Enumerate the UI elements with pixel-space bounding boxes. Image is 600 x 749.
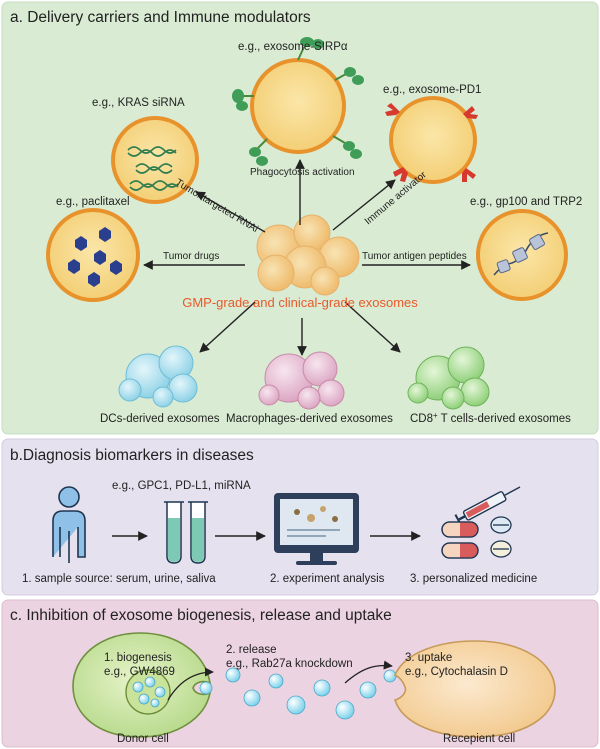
- kras-sirna-vesicle: [111, 116, 199, 204]
- example-gp100-label: e.g., gp100 and TRP2: [470, 196, 582, 208]
- panel-b-step-3: 3. personalized medicine: [410, 573, 537, 585]
- person-icon: [52, 486, 86, 563]
- donor-cell-label: Donor cell: [117, 733, 169, 745]
- arrow-label-drugs: Tumor drugs: [163, 251, 219, 262]
- center-label: GMP-grade and clinical-grade exosomes: [182, 295, 418, 310]
- central-exosome-cluster: [256, 214, 360, 296]
- panel-b-step-2: 2. experiment analysis: [270, 573, 385, 585]
- exosome-sirpa-vesicle: [232, 37, 364, 166]
- syringe-icon: [454, 486, 521, 526]
- panel-c-curved-arrows: [167, 660, 393, 701]
- donor-cell: [72, 632, 212, 738]
- panel-c-step-1: 1. biogenesis: [104, 652, 172, 664]
- macrophage-exosomes-cluster: [258, 351, 345, 410]
- cd8-prefix: CD8: [410, 413, 433, 425]
- dc-exosomes-cluster: [118, 345, 198, 408]
- panel-c-step-2: 2. release: [226, 644, 277, 656]
- dc-exosomes-label: DCs-derived exosomes: [100, 413, 220, 425]
- biomarkers-label: e.g., GPC1, PD-L1, miRNA: [112, 480, 251, 492]
- computer-monitor-icon: [274, 493, 359, 565]
- released-exosomes: [199, 667, 397, 720]
- panel-c-title: c. Inhibition of exosome biogenesis, rel…: [10, 607, 392, 624]
- panel-c-step-3-example: e.g., Cytochalasin D: [405, 666, 508, 678]
- panel-a-arrows: [143, 159, 471, 356]
- macrophage-exosomes-label: Macrophages-derived exosomes: [226, 413, 393, 425]
- arrow-label-antigen: Tumor antigen peptides: [362, 251, 467, 262]
- panel-c-step-1-example: e.g., GW4869: [104, 666, 175, 678]
- panel-b-title: b.Diagnosis biomarkers in diseases: [10, 447, 254, 464]
- panel-b-step-1: 1. sample source: serum, urine, saliva: [22, 573, 216, 585]
- example-paclitaxel-label: e.g., paclitaxel: [56, 196, 130, 208]
- cd8-superscript: +: [433, 411, 438, 420]
- exosome-pd1-vesicle: [385, 96, 478, 184]
- example-sirpa-label: e.g., exosome-SIRPα: [238, 41, 348, 53]
- cd8-exosomes-cluster: [407, 346, 490, 410]
- paclitaxel-vesicle: [46, 208, 140, 302]
- cd8-suffix: T cells-derived exosomes: [438, 413, 571, 425]
- pills-icon: [441, 516, 512, 559]
- recipient-cell: [393, 640, 556, 738]
- recipient-cell-label: Recepient cell: [443, 733, 515, 745]
- gp100-trp2-vesicle: [476, 209, 568, 301]
- arrow-label-phagocytosis: Phagocytosis activation: [250, 167, 355, 178]
- cd8-exosomes-label: CD8+ T cells-derived exosomes: [410, 411, 571, 425]
- panel-c-step-2-example: e.g., Rab27a knockdown: [226, 658, 353, 670]
- test-tubes-icon: [164, 501, 208, 564]
- panel-a-title: a. Delivery carriers and Immune modulato…: [10, 9, 311, 26]
- example-pd1-label: e.g., exosome-PD1: [383, 84, 481, 96]
- example-kras-label: e.g., KRAS siRNA: [92, 97, 185, 109]
- panel-c-step-3: 3. uptake: [405, 652, 452, 664]
